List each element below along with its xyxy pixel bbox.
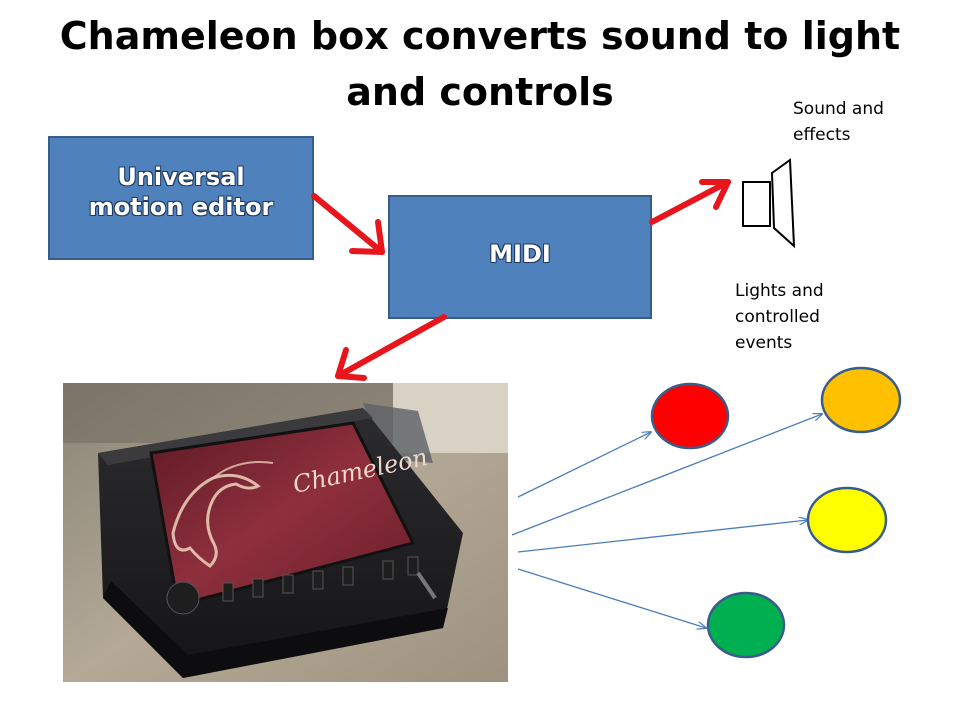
slide-title: Chameleon box converts sound to light an… bbox=[59, 14, 901, 114]
midi-label: MIDI bbox=[489, 240, 551, 268]
universal-motion-editor-label: Universal motion editor bbox=[88, 163, 274, 221]
connector-to-green-light bbox=[517, 568, 706, 628]
green-light bbox=[706, 591, 786, 659]
orange-light bbox=[820, 366, 902, 434]
midi-box: MIDI bbox=[388, 195, 652, 319]
connector-to-orange-light bbox=[511, 414, 822, 536]
sound-and-effects-note: Sound and effects bbox=[793, 99, 884, 145]
arrow-midi-to-photo bbox=[335, 314, 447, 381]
universal-motion-editor-box: Universal motion editor bbox=[48, 136, 314, 260]
chameleon-box-photo: Chameleon bbox=[63, 383, 508, 682]
red-light bbox=[650, 382, 730, 450]
arrow-midi-to-speaker bbox=[649, 179, 731, 225]
arrow-editor-to-midi bbox=[311, 193, 385, 255]
connector-to-red-light bbox=[517, 432, 651, 498]
connector-to-yellow-light bbox=[517, 520, 808, 553]
lights-and-events-note: Lights and controlled events bbox=[735, 281, 824, 353]
speaker-icon bbox=[742, 158, 796, 249]
yellow-light bbox=[806, 486, 888, 554]
